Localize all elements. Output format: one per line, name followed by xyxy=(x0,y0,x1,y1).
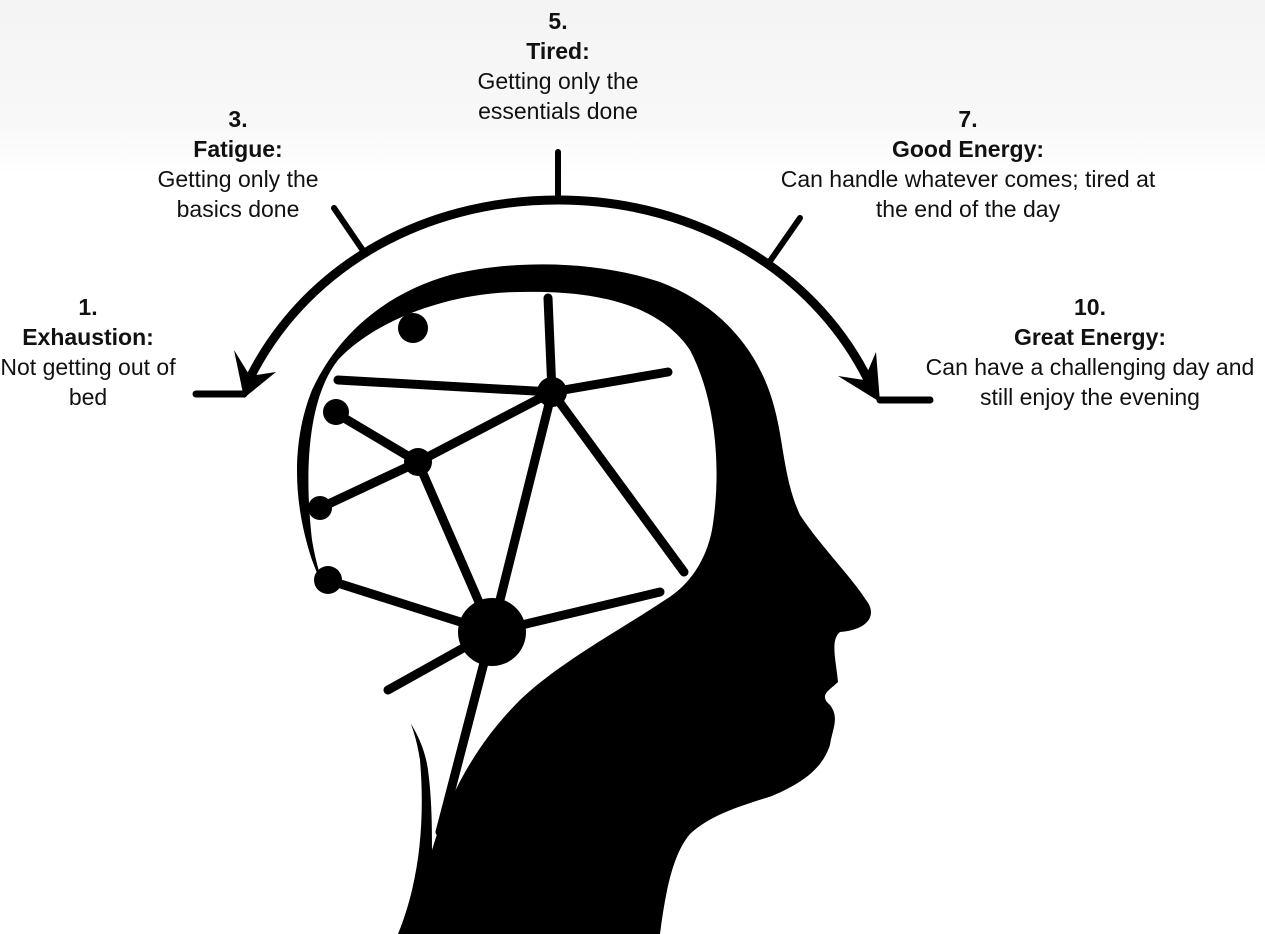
level-description: Can handle whatever comes; tired at the … xyxy=(778,164,1158,224)
level-name: Exhaustion: xyxy=(0,322,176,352)
level-description: Can have a challenging day and still enj… xyxy=(920,352,1260,412)
network-node xyxy=(308,496,332,520)
network-node xyxy=(404,448,432,476)
level-number: 5. xyxy=(438,6,678,36)
level-number: 3. xyxy=(128,104,348,134)
level-number: 7. xyxy=(778,104,1158,134)
level-description: Getting only the basics done xyxy=(128,164,348,224)
network-node xyxy=(458,598,526,666)
level-description: Not getting out of bed xyxy=(0,352,176,412)
level-3-label: 3. Fatigue: Getting only the basics done xyxy=(128,104,348,224)
level-5-label: 5. Tired: Getting only the essentials do… xyxy=(438,6,678,126)
level-description: Getting only the essentials done xyxy=(438,66,678,126)
level-number: 1. xyxy=(0,292,176,322)
level-name: Tired: xyxy=(438,36,678,66)
tick-level-7 xyxy=(768,218,800,264)
level-name: Good Energy: xyxy=(778,134,1158,164)
network-node xyxy=(398,313,428,343)
level-7-label: 7. Good Energy: Can handle whatever come… xyxy=(778,104,1158,224)
network-node xyxy=(314,566,342,594)
level-name: Fatigue: xyxy=(128,134,348,164)
network-node xyxy=(323,399,349,425)
level-1-label: 1. Exhaustion: Not getting out of bed xyxy=(0,292,176,412)
network-node xyxy=(537,377,567,407)
level-10-label: 10. Great Energy: Can have a challenging… xyxy=(920,292,1260,412)
level-name: Great Energy: xyxy=(920,322,1260,352)
level-number: 10. xyxy=(920,292,1260,322)
